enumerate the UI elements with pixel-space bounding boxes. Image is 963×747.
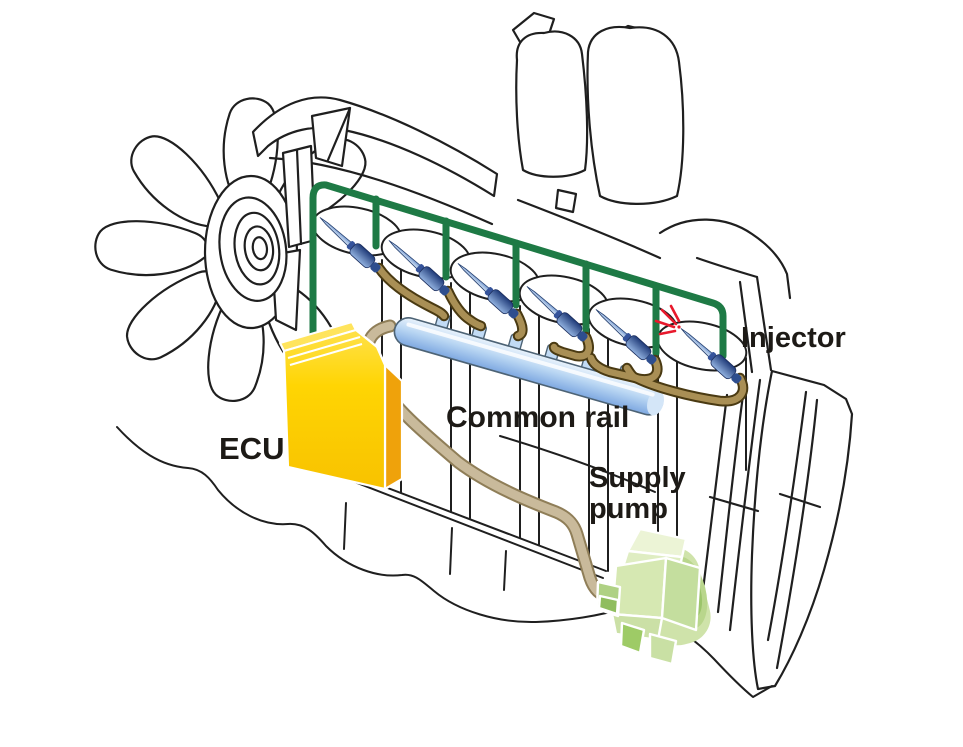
injector-6 xyxy=(680,328,742,384)
wiring-harness xyxy=(309,181,727,360)
injector-5 xyxy=(595,309,657,365)
supply-pump xyxy=(595,527,711,666)
injectors xyxy=(319,217,742,384)
injection-spray-icon xyxy=(654,304,681,336)
fan-bracket xyxy=(310,106,352,168)
ecu-side-face xyxy=(383,363,404,491)
label-ecu: ECU xyxy=(219,431,285,466)
intake-manifold xyxy=(511,11,685,214)
label-injector: Injector xyxy=(741,322,846,354)
flywheel-housing xyxy=(701,369,854,691)
fan-hub xyxy=(218,196,288,302)
injector-3 xyxy=(457,263,519,319)
label-supply-pump: Supply pump xyxy=(589,462,686,526)
injector-1 xyxy=(319,217,381,273)
ecu-box xyxy=(278,320,404,491)
label-common-rail: Common rail xyxy=(446,401,630,434)
injector-4 xyxy=(526,286,588,342)
oil-pan xyxy=(116,426,773,698)
injector-2 xyxy=(388,240,450,296)
ecu-front-face xyxy=(282,328,387,491)
